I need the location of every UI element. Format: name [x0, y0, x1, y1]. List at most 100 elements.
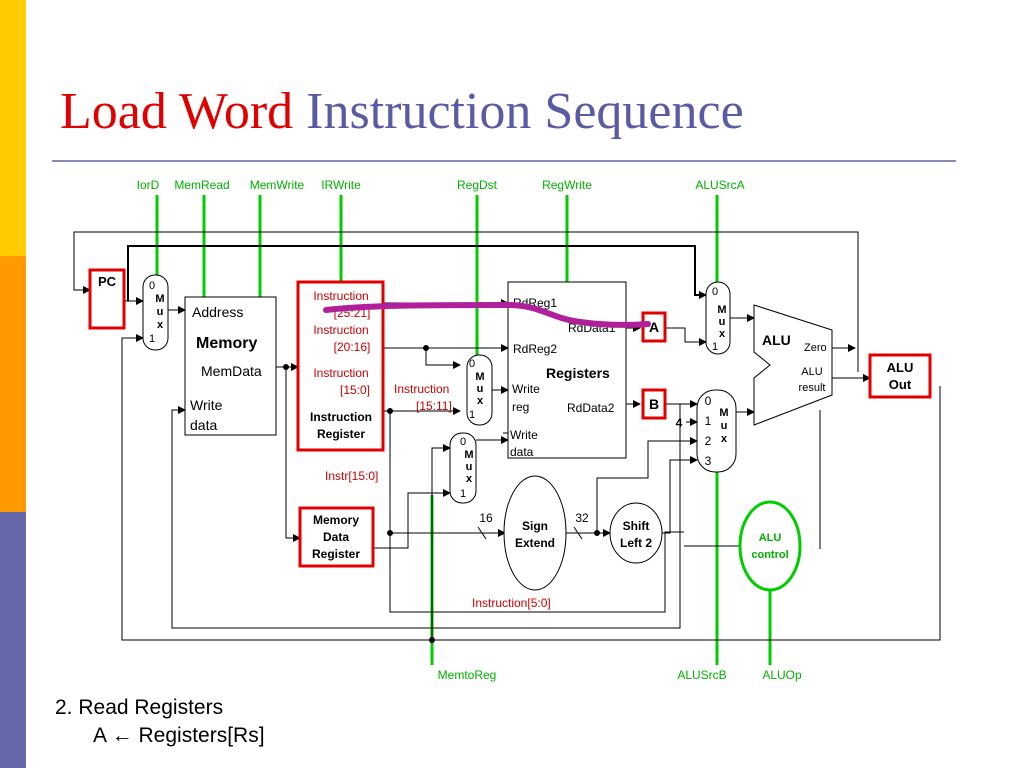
alusrcb-mux-m: M — [719, 407, 728, 419]
memory-title: Memory — [196, 335, 257, 352]
sign-extend-line1: Sign — [522, 519, 548, 533]
shift-left-line1: Shift — [623, 519, 650, 533]
iord-mux-x: x — [157, 319, 164, 331]
sign-extend-in-bits: 16 — [479, 511, 493, 525]
mdr-line3: Register — [312, 547, 360, 561]
accent-bar-yellow — [0, 0, 26, 256]
alu-control-line2: control — [751, 549, 788, 561]
alusrca-label: ALUSrcA — [695, 178, 744, 192]
regdst-label: RegDst — [457, 178, 498, 192]
memtoreg-mux-m: M — [464, 449, 473, 461]
alu-control-line1: ALU — [759, 532, 782, 544]
reg-rdreg2-label: RdReg2 — [513, 342, 557, 356]
datapath-wires — [73, 231, 941, 643]
irwrite-label: IRWrite — [321, 178, 361, 192]
sign-extend-line2: Extend — [515, 536, 555, 550]
ir-title-line1: Instruction — [310, 410, 372, 424]
regdst-mux-m: M — [475, 371, 484, 383]
memory-address-label: Address — [192, 304, 243, 320]
ir-field3-bits: [15:0] — [340, 383, 370, 397]
memtoreg-mux — [449, 432, 477, 504]
pc-label: PC — [98, 274, 117, 289]
alu-result-label2: result — [799, 382, 826, 394]
accent-bar-orange — [0, 256, 26, 512]
mdr-line1: Memory — [313, 513, 359, 527]
register-b-label: B — [649, 396, 659, 412]
alusrcb-mux-in2: 2 — [705, 434, 712, 448]
memtoreg-mux-in1: 1 — [460, 488, 466, 500]
regdst-mux-in1: 1 — [469, 409, 475, 421]
caption-line1: 2. Read Registers — [55, 696, 224, 719]
highlight-path-rs-to-a — [323, 301, 651, 328]
caption: 2. Read Registers A ← Registers[Rs] — [55, 694, 265, 750]
constant-4: 4 — [676, 416, 683, 430]
regdst-mux-x: x — [477, 395, 484, 407]
sign-extend-out-bits: 32 — [575, 511, 589, 525]
sign-extend — [503, 475, 567, 591]
reg-write-label: Write — [512, 382, 540, 396]
instr-5-0-label: Instruction[5:0] — [472, 596, 551, 610]
memwrite-label: MemWrite — [250, 178, 305, 192]
shift-left-2 — [609, 502, 663, 564]
regdst-mux-u: u — [477, 383, 484, 395]
registers-title: Registers — [546, 365, 610, 381]
reg-data-label: data — [510, 445, 534, 459]
reg-rddata2-label: RdData2 — [567, 401, 615, 415]
iord-mux-m: M — [155, 293, 164, 305]
title-part-1: Load Word — [60, 83, 294, 140]
mdr-line2: Data — [323, 530, 349, 544]
memread-label: MemRead — [174, 178, 229, 192]
pc-register — [88, 268, 126, 330]
register-a-label: A — [649, 319, 659, 335]
alusrca-mux — [705, 281, 731, 355]
alu-control — [738, 500, 802, 592]
alu — [753, 304, 833, 426]
accent-bar-blue — [0, 512, 26, 768]
alusrca-mux-in0: 0 — [712, 286, 718, 298]
reg-reg-label: reg — [512, 400, 529, 414]
iord-mux — [142, 274, 169, 351]
alusrcb-mux-in0: 0 — [705, 394, 712, 408]
alusrcb-mux — [696, 389, 737, 473]
alusrcb-mux-in1: 1 — [705, 414, 712, 428]
shift-left-line2: Left 2 — [620, 536, 652, 550]
instr-15-11-label: Instruction — [394, 382, 449, 396]
alusrca-mux-u: u — [719, 316, 726, 328]
memory-block — [184, 296, 277, 436]
alu-zero-label: Zero — [804, 342, 827, 354]
alu-title: ALU — [762, 332, 791, 348]
instr-15-0-label: Instr[15:0] — [325, 469, 378, 483]
reg-writedata-label: Write — [510, 428, 538, 442]
alusrca-mux-x: x — [719, 328, 726, 340]
memtoreg-mux-u: u — [466, 461, 473, 473]
alusrcb-mux-u: u — [721, 420, 728, 432]
aluop-label: ALUOp — [762, 668, 802, 682]
regdst-mux-in0: 0 — [469, 358, 475, 370]
iord-label: IorD — [137, 178, 160, 192]
alusrca-mux-in1: 1 — [712, 341, 718, 353]
ir-field2-label: Instruction — [313, 323, 368, 337]
alusrca-mux-m: M — [717, 304, 726, 316]
iord-mux-in0: 0 — [149, 280, 155, 292]
alu-result-label1: ALU — [801, 366, 822, 378]
iord-mux-in1: 1 — [149, 333, 155, 345]
ir-field1-label: Instruction — [313, 289, 368, 303]
register-file — [507, 281, 627, 459]
regwrite-label: RegWrite — [542, 178, 592, 192]
title-rule — [52, 160, 956, 162]
regdst-mux — [466, 354, 493, 426]
iord-mux-u: u — [157, 306, 164, 318]
page-title: Load Word Instruction Sequence — [60, 82, 744, 141]
aluout-register — [868, 353, 932, 399]
memory-write-label: Write — [190, 397, 223, 413]
ir-title-line2: Register — [317, 427, 365, 441]
memory-data-register — [298, 506, 375, 568]
memtoreg-mux-x: x — [466, 473, 473, 485]
alusrcb-label: ALUSrcB — [677, 668, 726, 682]
ir-field2-bits: [20:16] — [334, 340, 371, 354]
caption-line2: A ← Registers[Rs] — [93, 724, 265, 747]
instr-15-11-bits: [15:11] — [416, 399, 452, 413]
alusrcb-mux-in3: 3 — [705, 454, 712, 468]
memory-data-label: data — [190, 417, 217, 433]
